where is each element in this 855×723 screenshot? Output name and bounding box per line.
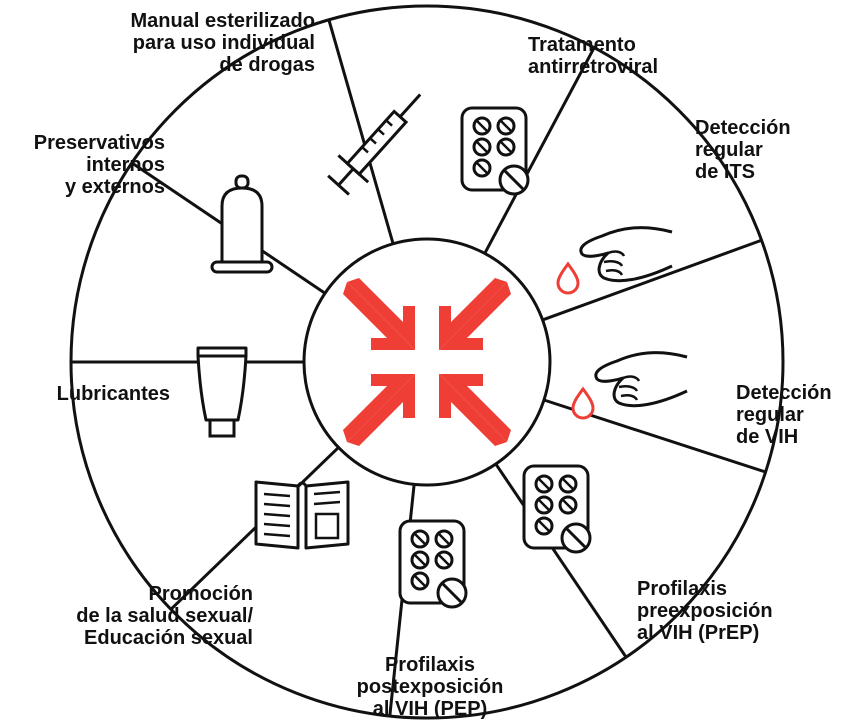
label-profilaxis-pep: Profilaxis postexposición al VIH (PEP) bbox=[356, 654, 504, 720]
label-profilaxis-prep: Profilaxis preexposición al VIH (PrEP) bbox=[637, 578, 773, 644]
label-promocion-salud-sexual: Promoción de la salud sexual/ Educación … bbox=[76, 583, 253, 649]
label-deteccion-its: Detección regular de ITS bbox=[695, 117, 791, 183]
pill-pack-icon bbox=[398, 519, 468, 609]
label-preservativos: Preservativos internos y externos bbox=[33, 132, 165, 198]
segment-divider-2 bbox=[483, 46, 596, 255]
label-manual-esterilizado: Manual esterilizado para uso individual … bbox=[130, 10, 316, 76]
segment-divider-5 bbox=[494, 463, 628, 658]
pill-pack-icon bbox=[460, 106, 530, 196]
segment-divider-3 bbox=[542, 238, 763, 322]
label-tratamiento-antirretroviral: Tratamento antirretroviral bbox=[528, 34, 659, 78]
label-deteccion-vih: Detección regular de VIH bbox=[736, 382, 832, 448]
arrows-converging-icon bbox=[343, 278, 511, 446]
label-lubricantes: Lubricantes bbox=[56, 383, 170, 405]
pill-pack-icon bbox=[522, 464, 592, 554]
segment-divider-1 bbox=[327, 19, 395, 245]
inner-ring bbox=[302, 237, 552, 487]
